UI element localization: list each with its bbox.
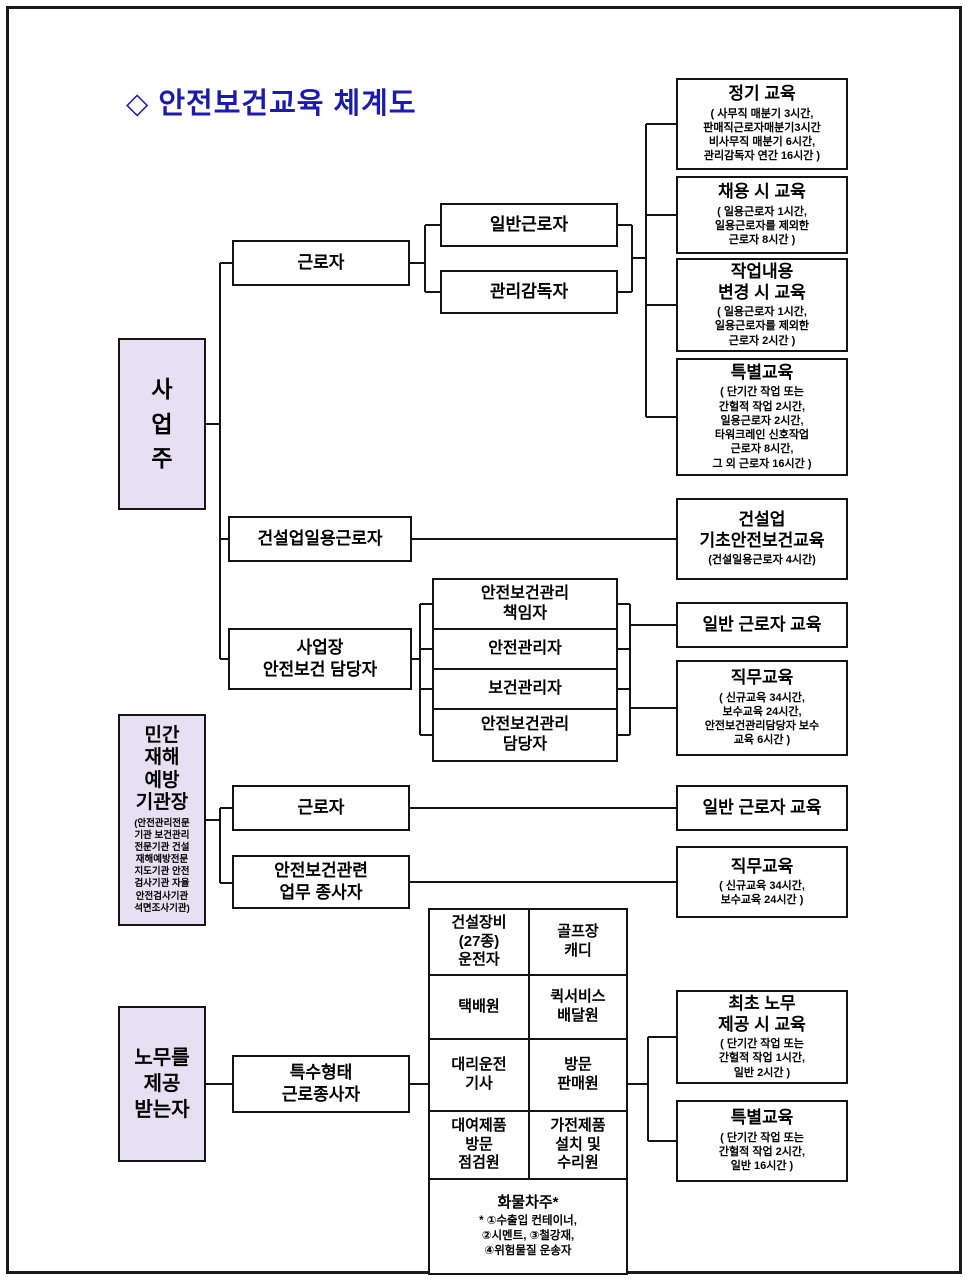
edu-hiring-detail: ( 일용근로자 1시간, 일용근로자를 제외한 근로자 8시간 ) — [714, 205, 810, 247]
edu-special1-detail: ( 단기간 작업 또는 간헐적 작업 2시간, 일용근로자 2시간, 타워크레인… — [712, 386, 812, 470]
special-type-worker-box: 특수형태 근로종사자 — [232, 1055, 410, 1113]
edu-job1-title: 직무교육 — [730, 668, 794, 688]
labor-receiver-box: 노무를 제공 받는자 — [118, 1006, 206, 1162]
supervisor-box: 관리감독자 — [440, 270, 618, 314]
edu-special1-title: 특별교육 — [730, 362, 794, 382]
private-agency-head-sublabel: (안전관리전문 기관 보건관리 전문기관 건설 재해예방전문 지도기관 안전 검… — [134, 817, 190, 914]
private-agency-head-box: 민간 재해 예방 기관장 (안전관리전문 기관 보건관리 전문기관 건설 재해예… — [118, 714, 206, 926]
edu-regular-title: 정기 교육 — [728, 84, 796, 104]
edu-job2-detail: ( 신규교육 34시간, 보수교육 24시간 ) — [719, 879, 805, 907]
edu-basic-construction-title: 건설업 기초안전보건교육 — [699, 510, 825, 550]
edu-special2-detail: ( 단기간 작업 또는 간헐적 작업 2시간, 일반 16시간 ) — [718, 1131, 806, 1173]
private-agency-head-label: 민간 재해 예방 기관장 — [135, 725, 189, 814]
cargo-owner-title: 화물차주* — [497, 1194, 559, 1212]
edu-special-training-box-1: 특별교육 ( 단기간 작업 또는 간헐적 작업 2시간, 일용근로자 2시간, … — [676, 358, 848, 476]
diagram-title: ◇ 안전보건교육 체계도 — [126, 88, 417, 120]
grid-cell-designated-driver: 대리운전 기사 — [428, 1038, 530, 1112]
health-manager-box: 보건관리자 — [432, 668, 618, 710]
edu-general2-title: 일반 근로자 교육 — [702, 797, 822, 817]
edu-special-training-box-2: 특별교육 ( 단기간 작업 또는 간헐적 작업 2시간, 일반 16시간 ) — [676, 1100, 848, 1182]
worker-box-2: 근로자 — [232, 785, 410, 831]
edu-job1-detail: ( 신규교육 34시간, 보수교육 24시간, 안전보건관리담당자 보수 교육 … — [704, 691, 820, 747]
grid-cell-quick-delivery: 퀵서비스 배달원 — [528, 974, 628, 1040]
edu-general-worker-box-2: 일반 근로자 교육 — [676, 785, 848, 831]
grid-cell-rental-inspector: 대여제품 방문 점검원 — [428, 1110, 530, 1180]
safety-related-worker-box: 안전보건관련 업무 종사자 — [232, 855, 410, 909]
cargo-owner-note: * ①수출입 컨테이너, ②시멘트, ③철강재, ④위험물질 운송자 — [479, 1215, 577, 1257]
grid-cell-courier: 택배원 — [428, 974, 530, 1040]
construction-daily-worker-box: 건설업일용근로자 — [228, 516, 412, 562]
grid-cell-appliance-installer: 가전제품 설치 및 수리원 — [528, 1110, 628, 1180]
edu-hiring-title: 채용 시 교육 — [718, 182, 806, 202]
edu-basic-construction-box: 건설업 기초안전보건교육 (건설일용근로자 4시간) — [676, 498, 848, 580]
safety-manager-box: 안전관리자 — [432, 628, 618, 670]
business-owner-box: 사 업 주 — [118, 338, 206, 510]
edu-general1-title: 일반 근로자 교육 — [702, 614, 822, 634]
edu-first-labor-detail: ( 단기간 작업 또는 간헐적 작업 1시간, 일반 2시간 ) — [718, 1037, 806, 1079]
grid-cell-golf-caddy: 골프장 캐디 — [528, 908, 628, 976]
grid-cell-door-sales: 방문 판매원 — [528, 1038, 628, 1112]
edu-general-worker-box-1: 일반 근로자 교육 — [676, 602, 848, 648]
edu-task-change-training-box: 작업내용 변경 시 교육 ( 일용근로자 1시간, 일용근로자를 제외한 근로자… — [676, 258, 848, 352]
edu-job-training-box-2: 직무교육 ( 신규교육 34시간, 보수교육 24시간 ) — [676, 846, 848, 918]
workplace-safety-manager-box: 사업장 안전보건 담당자 — [228, 628, 412, 690]
worker-box-1: 근로자 — [232, 240, 410, 286]
business-owner-label: 사 업 주 — [151, 376, 173, 472]
edu-task-change-detail: ( 일용근로자 1시간, 일용근로자를 제외한 근로자 2시간 ) — [714, 305, 810, 347]
labor-receiver-label: 노무를 제공 받는자 — [134, 1047, 190, 1121]
edu-job2-title: 직무교육 — [730, 856, 794, 876]
general-worker-box: 일반근로자 — [440, 203, 618, 247]
edu-hiring-training-box: 채용 시 교육 ( 일용근로자 1시간, 일용근로자를 제외한 근로자 8시간 … — [676, 176, 848, 254]
edu-special2-title: 특별교육 — [730, 1108, 794, 1128]
edu-task-change-title: 작업내용 변경 시 교육 — [718, 262, 806, 302]
edu-basic-construction-detail: (건설일용근로자 4시간) — [708, 554, 816, 567]
grid-cell-cargo-owner: 화물차주* * ①수출입 컨테이너, ②시멘트, ③철강재, ④위험물질 운송자 — [428, 1178, 628, 1275]
edu-first-labor-box: 최초 노무 제공 시 교육 ( 단기간 작업 또는 간헐적 작업 1시간, 일반… — [676, 990, 848, 1084]
grid-cell-construction-equipment: 건설장비 (27종) 운전자 — [428, 908, 530, 976]
edu-regular-training-box: 정기 교육 ( 사무직 매분기 3시간, 판매직근로자매분기3시간 비사무직 매… — [676, 78, 848, 170]
safety-health-responsible-box: 안전보건관리 책임자 — [432, 578, 618, 630]
edu-regular-detail: ( 사무직 매분기 3시간, 판매직근로자매분기3시간 비사무직 매분기 6시간… — [703, 107, 821, 163]
edu-first-labor-title: 최초 노무 제공 시 교육 — [718, 994, 806, 1034]
edu-job-training-box-1: 직무교육 ( 신규교육 34시간, 보수교육 24시간, 안전보건관리담당자 보… — [676, 660, 848, 756]
safety-health-staff-box: 안전보건관리 담당자 — [432, 708, 618, 762]
